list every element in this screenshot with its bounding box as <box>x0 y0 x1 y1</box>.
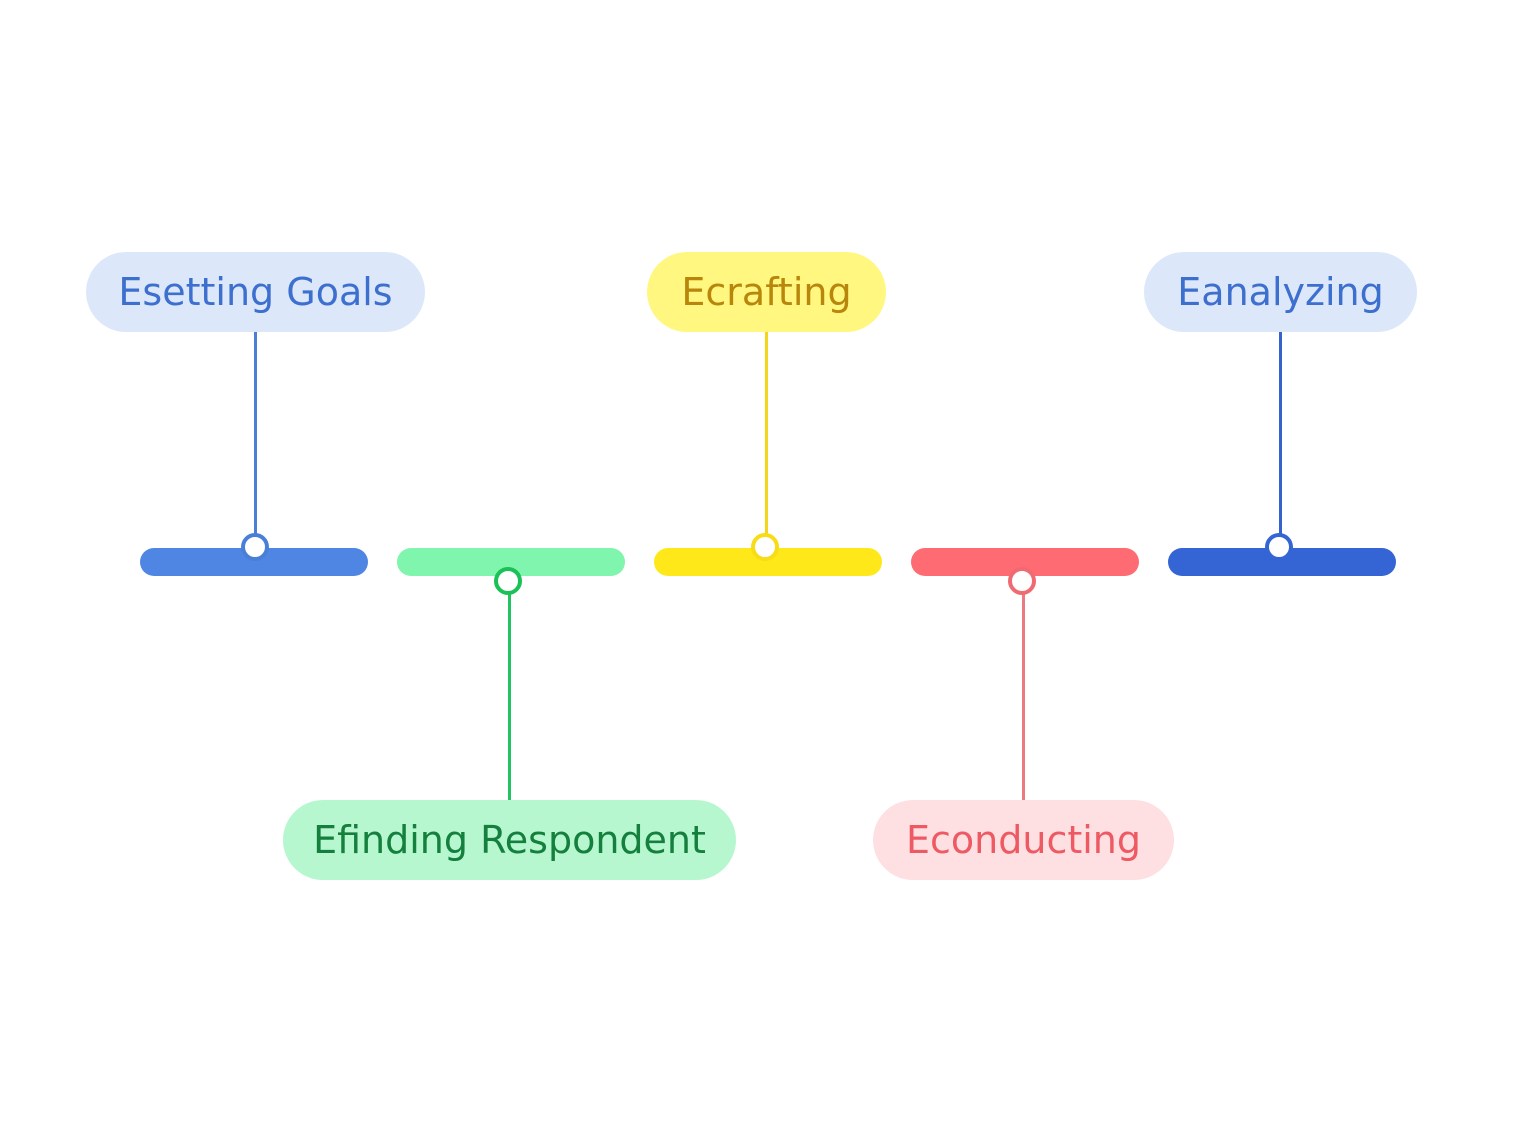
step-label-3: Ecrafting <box>647 252 886 332</box>
timeline-marker-2 <box>494 567 522 595</box>
connector-line-2 <box>508 590 511 800</box>
step-label-5: Eanalyzing <box>1144 252 1417 332</box>
step-label-1: Esetting Goals <box>86 252 425 332</box>
step-label-2: Efinding Respondent <box>283 800 736 880</box>
timeline-marker-4 <box>1008 567 1036 595</box>
connector-line-1 <box>254 330 257 540</box>
timeline-marker-1 <box>241 533 269 561</box>
timeline-marker-5 <box>1265 533 1293 561</box>
step-label-4: Econducting <box>873 800 1174 880</box>
connector-line-5 <box>1279 330 1282 540</box>
connector-line-4 <box>1022 590 1025 800</box>
connector-line-3 <box>765 330 768 540</box>
timeline-marker-3 <box>751 533 779 561</box>
